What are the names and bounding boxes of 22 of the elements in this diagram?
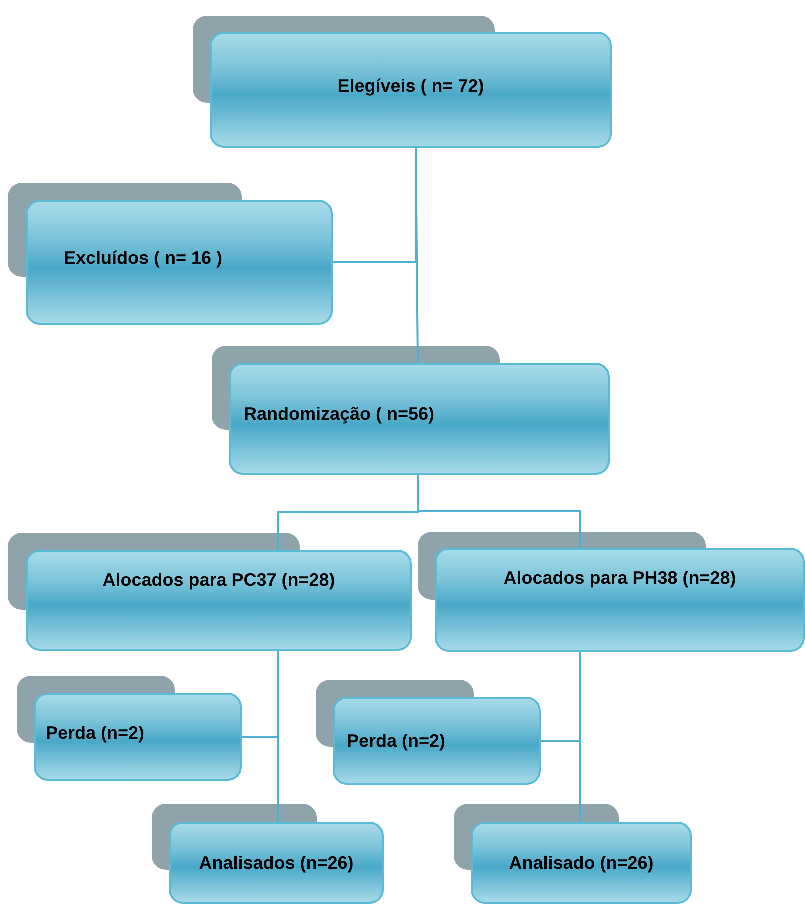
process-box: [435, 548, 805, 652]
connector-line: [417, 475, 581, 548]
process-box: [26, 550, 412, 651]
process-box: [34, 693, 242, 781]
box-label: Perda (n=2): [347, 730, 446, 752]
box-label: Alocados para PC37 (n=28): [102, 570, 336, 591]
process-box: [169, 822, 384, 904]
box-label: Alocados para PH38 (n=28): [504, 568, 736, 589]
box-label: Analisados (n=26): [199, 852, 354, 874]
process-box: [229, 363, 610, 475]
process-box: [210, 32, 612, 148]
process-box: [333, 697, 541, 785]
box-label: Analisado (n=26): [509, 852, 654, 874]
box-label: Excluídos ( n= 16 ): [64, 248, 223, 269]
box-label: Elegíveis ( n= 72): [338, 76, 484, 96]
process-box: [471, 822, 692, 904]
process-box: [26, 200, 333, 325]
box-label: Randomização ( n=56): [244, 404, 435, 424]
box-label: Perda (n=2): [46, 722, 145, 744]
connector-line: [277, 651, 279, 822]
connector-line: [579, 652, 581, 822]
connector-line: [415, 148, 419, 363]
